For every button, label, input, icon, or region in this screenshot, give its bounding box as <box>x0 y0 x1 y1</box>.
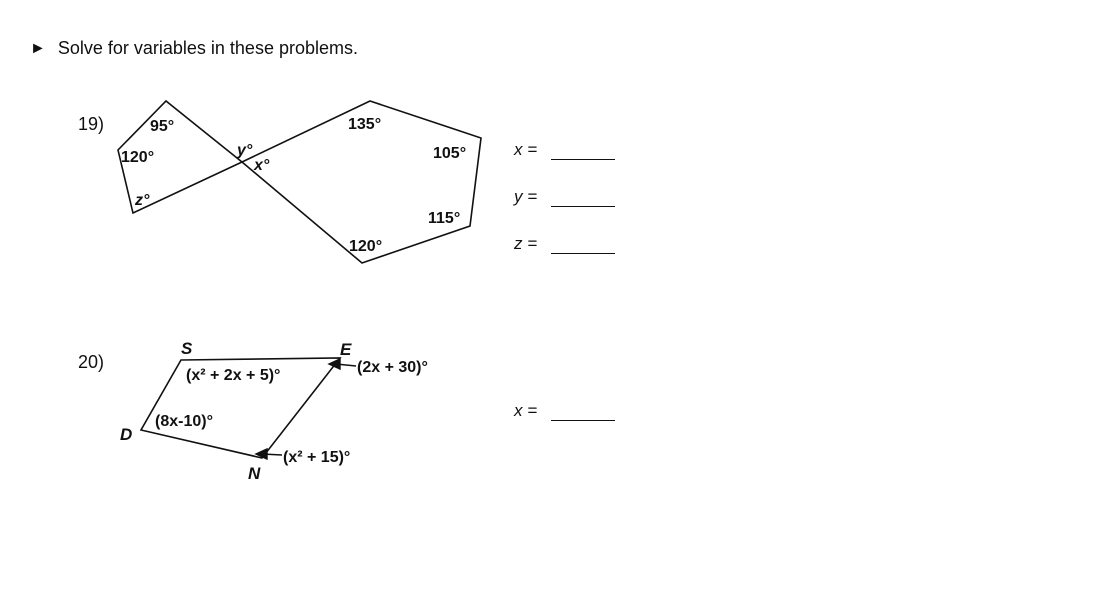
answer-label: y = <box>514 187 538 206</box>
left-polygon <box>117 99 243 215</box>
vertex-d: D <box>120 425 132 444</box>
right-polygon <box>241 100 482 264</box>
angle-z: z° <box>134 192 150 209</box>
answer-blank[interactable] <box>551 192 616 207</box>
angle-d: (8x-10)° <box>155 413 213 430</box>
answer-blank[interactable] <box>551 239 616 254</box>
arrow-e-head <box>327 357 341 371</box>
answer-19-y: y = <box>514 187 616 207</box>
angle-95: 95° <box>150 118 174 135</box>
answer-blank[interactable] <box>551 145 616 160</box>
answer-label: x = <box>514 401 538 420</box>
angle-120-bottom: 120° <box>349 238 382 255</box>
vertex-e: E <box>340 340 352 359</box>
answer-19-x: x = <box>514 140 616 160</box>
angle-x: x° <box>253 157 270 174</box>
answer-label: z = <box>514 234 538 253</box>
angle-s: (x² + 2x + 5)° <box>186 367 280 384</box>
angle-e: (2x + 30)° <box>357 359 428 376</box>
vertex-n: N <box>248 464 261 483</box>
angle-105: 105° <box>433 145 466 162</box>
answer-label: x = <box>514 140 538 159</box>
answer-20-x: x = <box>514 401 616 421</box>
angle-135: 135° <box>348 116 381 133</box>
answer-19-z: z = <box>514 234 616 254</box>
answer-blank[interactable] <box>551 406 616 421</box>
instruction-text: Solve for variables in these problems. <box>57 38 358 58</box>
instruction: ► Solve for variables in these problems. <box>30 38 358 59</box>
problem-19-number: 19) <box>78 114 105 134</box>
angle-n: (x² + 15)° <box>283 449 350 466</box>
problem-20-number: 20) <box>78 352 105 372</box>
angle-120-left: 120° <box>121 149 154 166</box>
parallelogram <box>139 357 342 459</box>
arrow-n-head <box>254 447 268 461</box>
angle-115: 115° <box>428 210 460 227</box>
angle-y: y° <box>236 142 253 159</box>
bullet-icon: ► <box>30 39 46 57</box>
vertex-s: S <box>181 339 193 358</box>
